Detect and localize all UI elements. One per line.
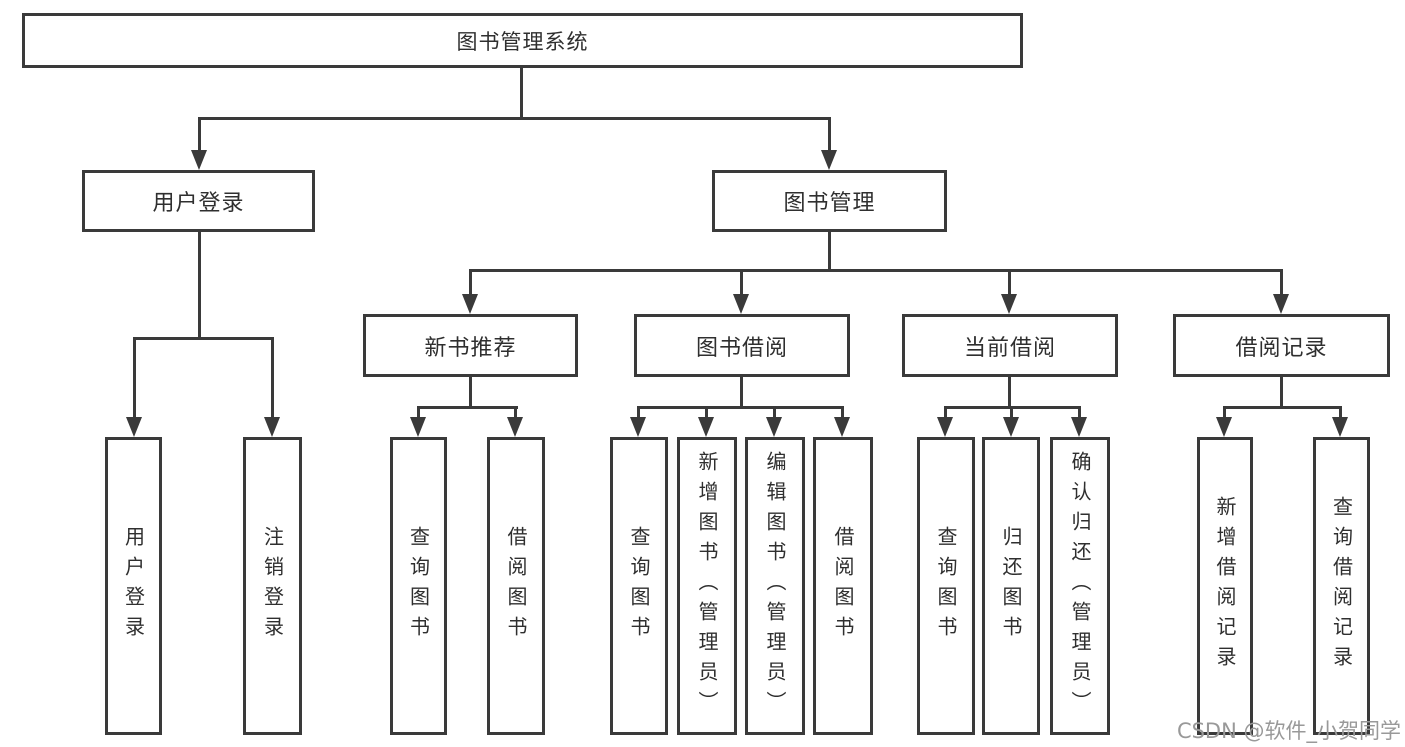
- arrow-down-icon: [1273, 294, 1289, 314]
- node-current-borrowing: 当前借阅: [902, 314, 1118, 377]
- connector-line: [198, 232, 201, 337]
- leaf-confirm-return-admin: 确认归还（管理员）: [1050, 437, 1110, 735]
- arrow-down-icon: [630, 417, 646, 437]
- arrow-down-icon: [1003, 417, 1019, 437]
- leaf-borrow-books: 借阅图书: [813, 437, 873, 735]
- connector-line: [1008, 269, 1011, 296]
- arrow-down-icon: [1216, 417, 1232, 437]
- connector-line: [637, 406, 844, 409]
- connector-line: [773, 406, 776, 420]
- leaf-user-login: 用户登录: [105, 437, 162, 735]
- connector-line: [1339, 406, 1342, 420]
- leaf-label: 新增借阅记录: [1213, 496, 1237, 676]
- connector-line: [133, 337, 274, 340]
- arrow-down-icon: [462, 294, 478, 314]
- arrow-down-icon: [698, 417, 714, 437]
- node-label: 图书借阅: [695, 335, 788, 361]
- connector-line: [740, 377, 743, 407]
- node-label: 图书管理: [783, 191, 876, 216]
- arrow-down-icon: [1071, 417, 1087, 437]
- leaf-label: 查询图书: [934, 526, 958, 646]
- leaf-logout: 注销登录: [243, 437, 302, 735]
- connector-line: [828, 117, 831, 152]
- node-book-borrowing: 图书借阅: [634, 314, 850, 377]
- leaf-add-borrow-record: 新增借阅记录: [1197, 437, 1253, 735]
- connector-line: [637, 406, 640, 420]
- connector-line: [514, 406, 517, 420]
- connector-line: [740, 269, 743, 296]
- leaf-label: 编辑图书（管理员）: [763, 451, 787, 721]
- connector-line: [520, 68, 523, 118]
- connector-line: [1280, 377, 1283, 407]
- arrow-down-icon: [1001, 294, 1017, 314]
- arrow-down-icon: [126, 417, 142, 437]
- node-book-management: 图书管理: [712, 170, 947, 232]
- arrow-down-icon: [733, 294, 749, 314]
- arrow-down-icon: [507, 417, 523, 437]
- leaf-query-books: 查询图书: [390, 437, 447, 735]
- arrow-down-icon: [766, 417, 782, 437]
- leaf-label: 查询图书: [406, 526, 431, 646]
- leaf-query-borrow-record: 查询借阅记录: [1313, 437, 1370, 735]
- connector-line: [841, 406, 844, 420]
- connector-line: [198, 117, 201, 152]
- leaf-add-book-admin: 新增图书（管理员）: [677, 437, 737, 735]
- connector-line: [1078, 406, 1081, 420]
- leaf-label: 归还图书: [999, 526, 1023, 646]
- node-library-system: 图书管理系统: [22, 13, 1023, 68]
- connector-line: [944, 406, 947, 420]
- node-label: 当前借阅: [963, 335, 1056, 361]
- leaf-label: 确认归还（管理员）: [1068, 451, 1092, 721]
- connector-line: [1010, 406, 1013, 420]
- node-label: 图书管理系统: [456, 29, 589, 54]
- arrow-down-icon: [937, 417, 953, 437]
- leaf-label: 查询图书: [627, 526, 651, 646]
- leaf-label: 注销登录: [260, 526, 285, 646]
- connector-line: [1223, 406, 1226, 420]
- connector-line: [133, 337, 136, 419]
- connector-line: [469, 269, 1283, 272]
- leaf-label: 查询借阅记录: [1329, 496, 1354, 676]
- leaf-query-books: 查询图书: [917, 437, 975, 735]
- node-label: 新书推荐: [424, 335, 517, 361]
- connector-line: [417, 406, 518, 409]
- connector-line: [705, 406, 708, 420]
- leaf-borrow-books: 借阅图书: [487, 437, 545, 735]
- leaf-label: 用户登录: [121, 526, 146, 646]
- leaf-label: 新增图书（管理员）: [695, 451, 719, 721]
- connector-line: [417, 406, 420, 420]
- arrow-down-icon: [821, 150, 837, 170]
- connector-line: [1223, 406, 1342, 409]
- connector-line: [1280, 269, 1283, 296]
- leaf-return-book: 归还图书: [982, 437, 1040, 735]
- connector-line: [1008, 377, 1011, 407]
- leaf-label: 借阅图书: [831, 526, 855, 646]
- leaf-query-books: 查询图书: [610, 437, 668, 735]
- node-user-login: 用户登录: [82, 170, 315, 232]
- connector-line: [271, 337, 274, 419]
- arrow-down-icon: [264, 417, 280, 437]
- connector-line: [469, 377, 472, 407]
- arrow-down-icon: [191, 150, 207, 170]
- node-new-book-recommend: 新书推荐: [363, 314, 578, 377]
- node-label: 用户登录: [152, 191, 245, 216]
- leaf-label: 借阅图书: [504, 526, 528, 646]
- arrow-down-icon: [410, 417, 426, 437]
- arrow-down-icon: [1332, 417, 1348, 437]
- leaf-edit-book-admin: 编辑图书（管理员）: [745, 437, 805, 735]
- arrow-down-icon: [834, 417, 850, 437]
- node-borrowing-records: 借阅记录: [1173, 314, 1390, 377]
- node-label: 借阅记录: [1235, 335, 1328, 361]
- connector-line: [469, 269, 472, 296]
- connector-line: [828, 232, 831, 272]
- watermark: CSDN @软件_小贺同学: [1176, 719, 1401, 743]
- connector-line: [198, 117, 831, 120]
